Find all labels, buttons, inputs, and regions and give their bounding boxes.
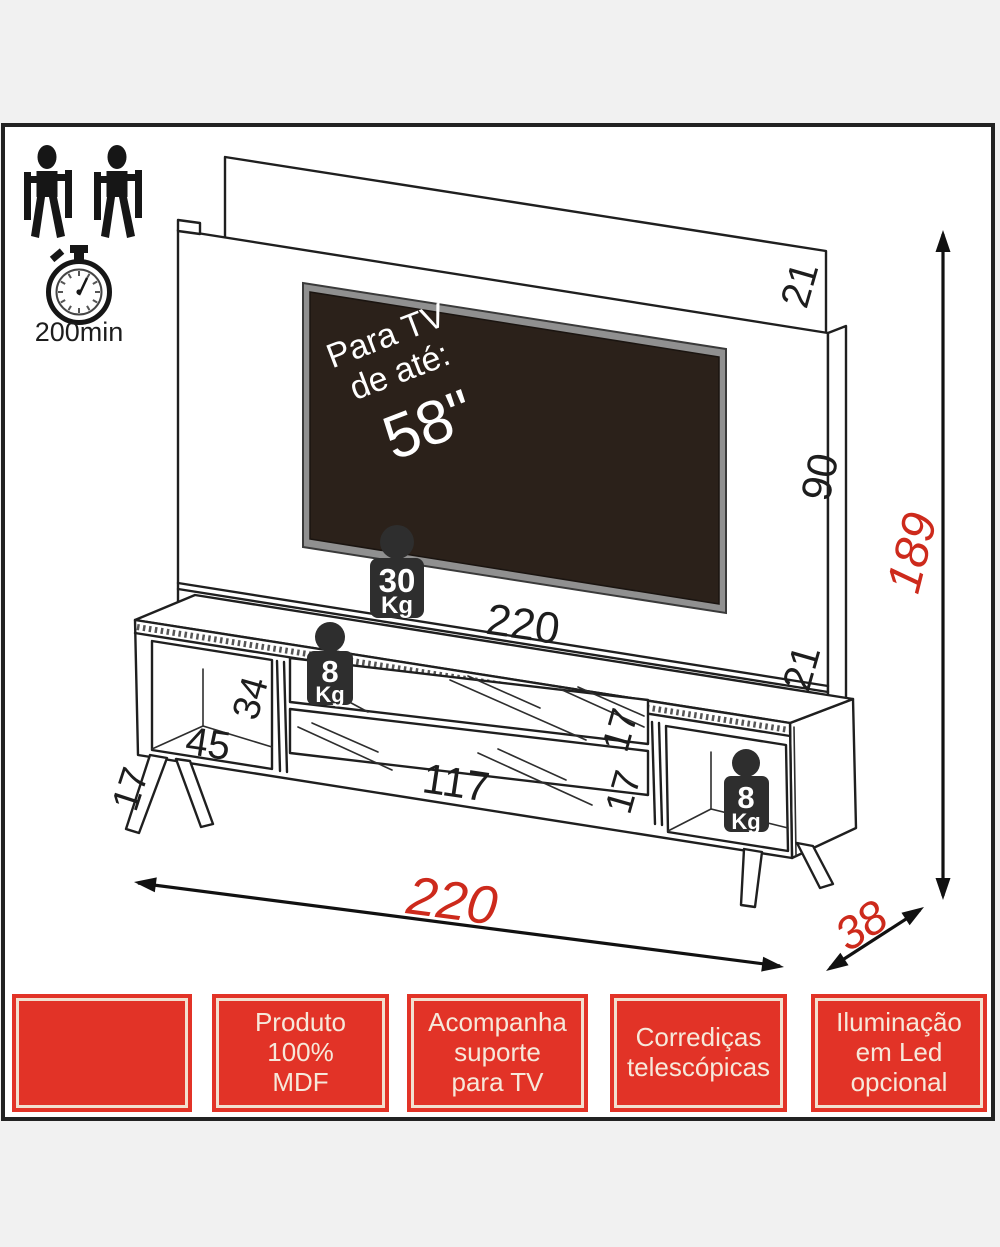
assembly-time-label: 200min: [35, 317, 124, 347]
feature-badge-logo: [12, 994, 192, 1112]
stand-right-side: [788, 697, 858, 860]
feature-badge-text: Iluminação em Led opcional: [836, 1007, 962, 1097]
weight-value: 8: [321, 654, 338, 689]
dim-panel-width: 220: [483, 595, 563, 654]
weight-icon-panel-shelf: 30 Kg: [370, 525, 424, 619]
lower-drawer: [288, 707, 650, 797]
depth-dimension-arrow: [826, 907, 924, 971]
feature-badge-led: Iluminação em Led opcional: [811, 994, 987, 1112]
dim-total-height: 189: [877, 508, 948, 599]
stopwatch-icon: [46, 245, 112, 325]
dim-panel-mid-height: 90: [792, 449, 848, 504]
upper-drawer: [288, 656, 650, 746]
feature-badge-tv-mount: Acompanha suporte para TV: [407, 994, 588, 1112]
feature-badge-text: Produto 100% MDF: [254, 1007, 347, 1097]
tv-screen: [309, 291, 720, 605]
tv-stand: [124, 593, 858, 909]
left-niche: [150, 639, 274, 771]
weight-unit: Kg: [381, 592, 413, 619]
feature-badge-mdf: Produto 100% MDF: [212, 994, 389, 1112]
weight-unit: Kg: [315, 682, 344, 707]
weight-value: 8: [737, 780, 754, 815]
panel-corner-tab: [176, 218, 202, 236]
panel-side-edge: [826, 324, 848, 742]
dim-drawer-width: 117: [419, 754, 492, 810]
feature-badge-text: Acompanha suporte para TV: [428, 1007, 567, 1097]
two-person-assembly-icon: [24, 145, 142, 238]
width-dimension-arrow: [134, 877, 784, 972]
stand-legs: [124, 753, 835, 909]
feature-badge-text: Corrediças telescópicas: [626, 1022, 771, 1082]
dim-left-niche-width: 45: [183, 719, 234, 769]
weight-icon-compartment: 8 Kg: [724, 749, 769, 834]
feature-badge-slides: Corrediças telescópicas: [610, 994, 787, 1112]
height-dimension-arrow: [935, 230, 951, 900]
dim-depth: 38: [825, 889, 897, 961]
weight-unit: Kg: [731, 809, 760, 834]
weight-value: 30: [379, 562, 416, 599]
weight-icon-stand-top: 8 Kg: [307, 622, 353, 707]
dim-total-width: 220: [403, 865, 501, 936]
